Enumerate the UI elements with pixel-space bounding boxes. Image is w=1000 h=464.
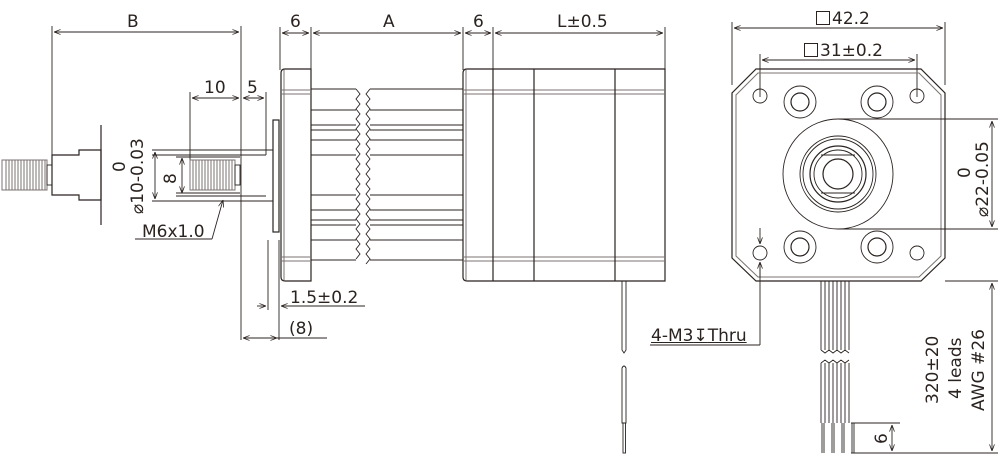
dim-label-square-outer: 42.2	[816, 11, 870, 28]
dim-label-pilot-tol: 0	[955, 167, 975, 178]
dim-label-A: A	[383, 12, 395, 32]
dim-label-thread-spec: M6x1.0	[142, 222, 205, 242]
square-symbol-icon	[816, 11, 830, 25]
mount-holes-spec: 4-M3	[651, 326, 694, 346]
boss-screw	[135, 119, 280, 240]
dim-label-thread-dia: 8	[161, 173, 181, 184]
dim-label-square-inner: 31±0.2	[804, 43, 883, 60]
side-view	[243, 27, 666, 454]
dim-label-lead-count: 4 leads	[946, 337, 966, 399]
dim-label-strip-length: 6	[872, 433, 892, 444]
depth-symbol-icon: ↧	[693, 326, 708, 346]
dim-label-boss-dia: ⌀10-0.03	[128, 138, 148, 214]
dim-label-pilot-dia: ⌀22-0.05	[973, 141, 993, 217]
dim-label-body-length: L±0.5	[557, 12, 608, 32]
front-view	[650, 22, 998, 454]
dim-label-flange-right: 6	[473, 12, 484, 32]
square-outer-value: 42.2	[832, 9, 870, 29]
dimension-thread	[189, 92, 267, 160]
square-inner-value: 31±0.2	[820, 41, 883, 61]
mount-holes-callout: 4-M3↧Thru	[651, 328, 747, 345]
dim-label-thread-length: 10	[204, 78, 226, 98]
dim-label-offset: (8)	[289, 319, 314, 339]
dim-label-boss-tol: 0	[110, 161, 130, 172]
end-view-screw	[1, 125, 102, 225]
square-symbol-icon	[804, 43, 818, 57]
dim-label-shoulder: 5	[247, 78, 258, 98]
dim-label-lead-length: 320±20	[923, 335, 943, 404]
mount-holes-thru: Thru	[707, 326, 747, 346]
dim-label-lead-gauge: AWG #26	[969, 329, 989, 411]
dim-label-flange-left: 6	[290, 12, 301, 32]
dim-label-B: B	[127, 12, 139, 32]
dim-label-boss-height: 1.5±0.2	[290, 288, 359, 308]
dimension-B	[51, 26, 242, 340]
